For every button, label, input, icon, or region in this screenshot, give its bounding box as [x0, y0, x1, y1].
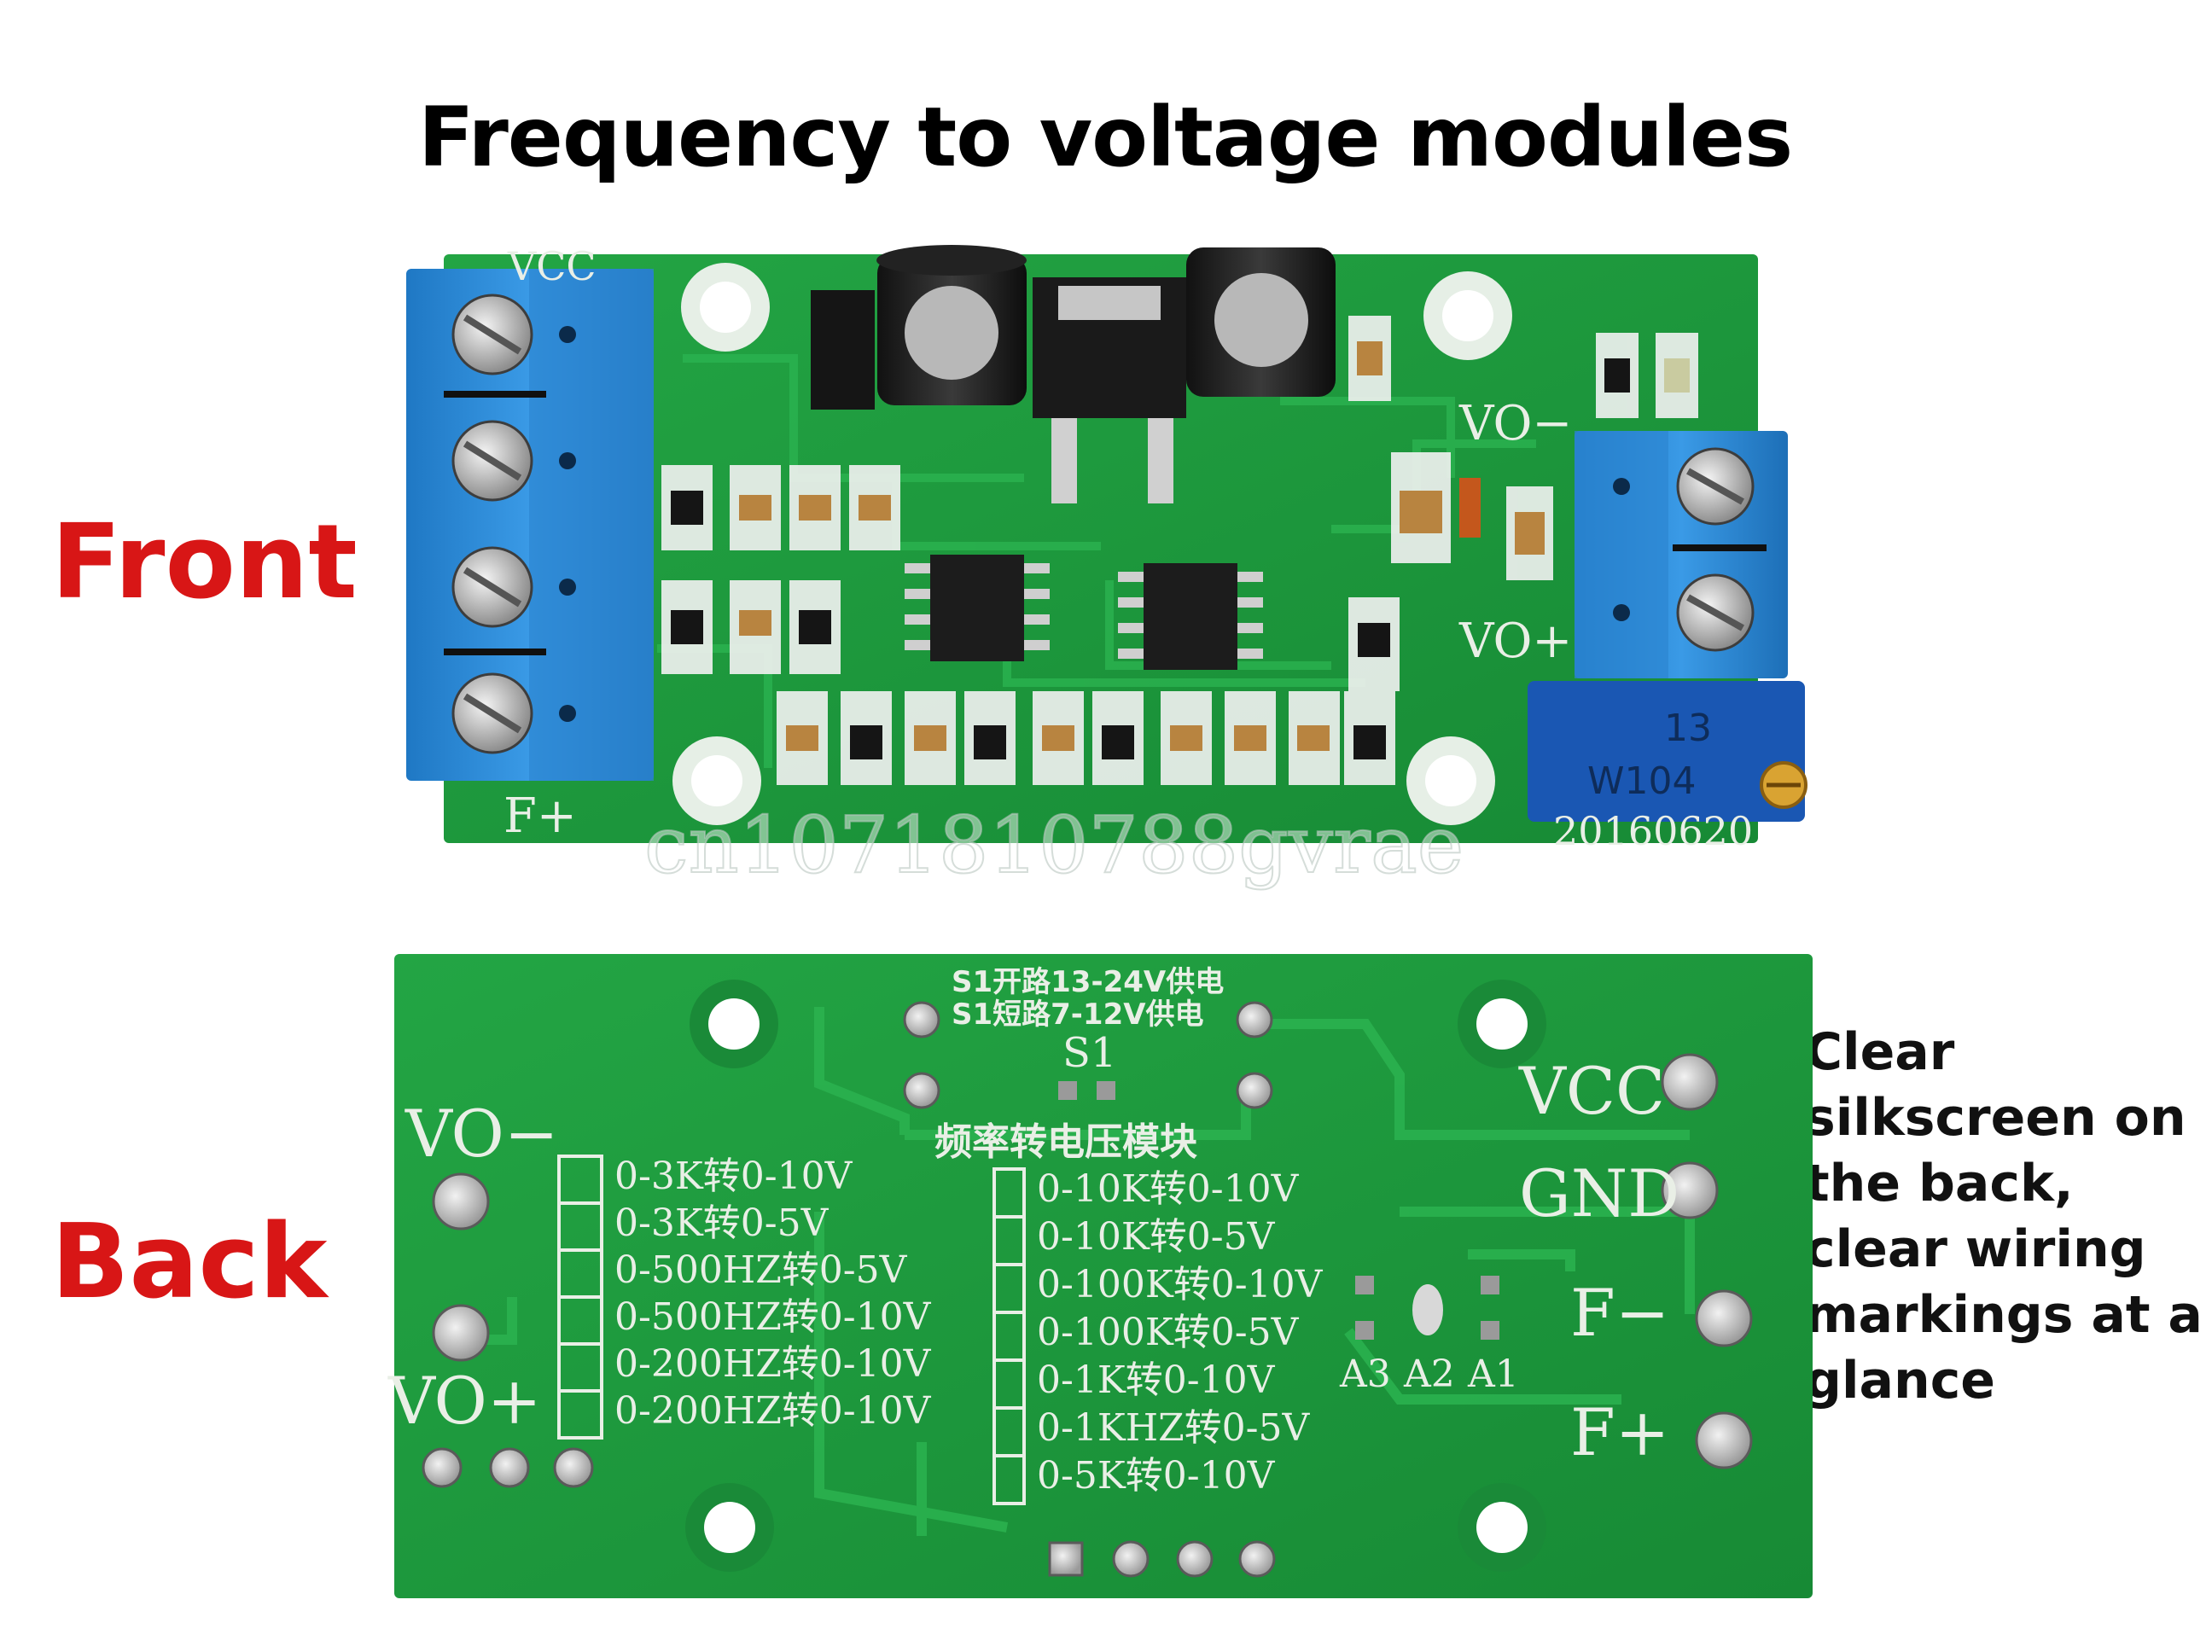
watermark: cn1071810788gvrae — [644, 800, 1464, 891]
s1-open-text: S1开路13-24V供电 — [952, 965, 1224, 999]
left-range-item: 0-200HZ转0-10V — [614, 1342, 932, 1386]
left-range-list: 0-3K转0-10V 0-3K转0-5V 0-500HZ转0-5V 0-500H… — [614, 1155, 932, 1433]
input-terminal-block — [406, 269, 654, 781]
range-boxes — [557, 1155, 1026, 1505]
s1-short-text: S1短路7-12V供电 — [952, 998, 1204, 1032]
front-voplus-silk: VO+ — [1458, 614, 1572, 669]
right-range-item: 0-1KHZ转0-5V — [1037, 1406, 1311, 1450]
back-gnd-silk: GND — [1519, 1155, 1679, 1231]
right-range-item: 0-100K转0-5V — [1037, 1311, 1300, 1354]
right-range-item: 0-5K转0-10V — [1037, 1454, 1276, 1498]
solder-pads — [422, 1001, 1753, 1578]
right-range-item: 0-10K转0-10V — [1037, 1167, 1300, 1211]
electrolytic-capacitors — [876, 245, 1336, 405]
module-title-silk: 频率转电压模块 — [934, 1120, 1197, 1164]
front-vominus-silk: VO− — [1458, 396, 1572, 451]
jumper-a1: A1 — [1467, 1352, 1519, 1396]
back-vominus-silk: VO− — [405, 1096, 559, 1172]
front-board: VCC F+ VO− VO+ 20160620 13 W104 cn107181… — [406, 243, 1807, 892]
right-range-item: 0-10K转0-5V — [1037, 1215, 1276, 1259]
back-mounting-holes — [685, 980, 1546, 1572]
back-board: S1开路13-24V供电 S1短路7-12V供电 S1 频率转电压模块 VCC … — [387, 954, 1813, 1598]
front-fplus-silk: F+ — [504, 788, 577, 844]
back-label: Back — [51, 1203, 328, 1322]
left-range-item: 0-500HZ转0-10V — [614, 1295, 932, 1339]
front-label: Front — [51, 503, 358, 622]
output-terminal-block — [1575, 431, 1788, 678]
back-vcc-silk: VCC — [1518, 1053, 1665, 1129]
silkscreen-note: Clear silkscreen on the back, clear wiri… — [1805, 1022, 2203, 1411]
front-vcc-silk: VCC — [507, 243, 597, 289]
jumper-pads — [1058, 1081, 1499, 1340]
potentiometer — [1528, 681, 1807, 822]
right-range-list: 0-10K转0-10V 0-10K转0-5V 0-100K转0-10V 0-10… — [1037, 1167, 1324, 1498]
page-title: Frequency to voltage modules — [418, 90, 1793, 185]
front-date-silk: 20160620 — [1553, 808, 1753, 854]
back-voplus-silk: VO+ — [387, 1363, 542, 1439]
voltage-regulator — [811, 277, 1186, 503]
left-range-item: 0-3K转0-10V — [614, 1155, 853, 1198]
jumper-a2: A2 — [1403, 1352, 1455, 1396]
jumper-a3: A3 — [1339, 1352, 1391, 1396]
right-range-item: 0-100K转0-10V — [1037, 1263, 1324, 1306]
smd-components — [661, 316, 1698, 785]
back-fplus-silk: F+ — [1570, 1394, 1669, 1470]
left-range-item: 0-500HZ转0-5V — [614, 1248, 908, 1292]
back-fminus-silk: F− — [1570, 1275, 1669, 1351]
left-range-item: 0-200HZ转0-10V — [614, 1389, 932, 1433]
left-range-item: 0-3K转0-5V — [614, 1201, 830, 1245]
front-mounting-holes — [672, 263, 1512, 825]
front-ics — [905, 555, 1263, 670]
s1-label: S1 — [1062, 1029, 1116, 1077]
right-range-item: 0-1K转0-10V — [1037, 1358, 1276, 1402]
back-pcb — [394, 954, 1813, 1598]
pot-bottom-marking: W104 — [1587, 759, 1697, 803]
pot-top-marking: 13 — [1664, 707, 1712, 750]
